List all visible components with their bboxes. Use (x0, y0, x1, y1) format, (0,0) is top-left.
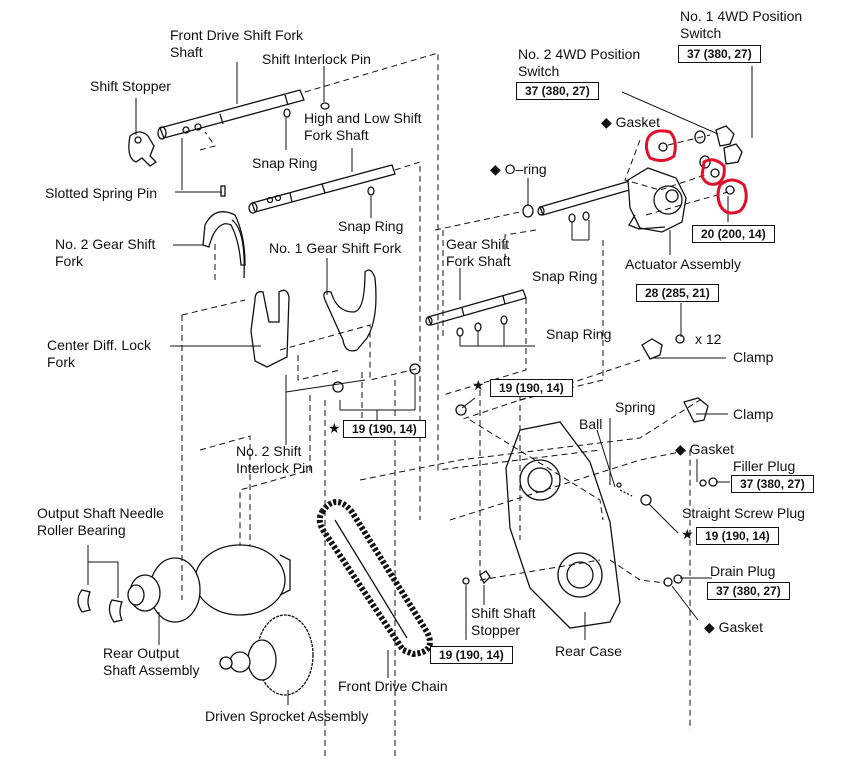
torque-drain-plug: 37 (380, 27) (707, 582, 790, 600)
high-low-shift-fork-shaft-drawing (248, 164, 396, 214)
label-line: Fork (55, 253, 83, 269)
label-drain-plug: Drain Plug (710, 563, 776, 579)
torque-straight-screw-plug: 19 (190, 14) (696, 527, 779, 545)
label-rear-output-shaft-assembly: Rear Output Shaft Assembly (103, 645, 200, 679)
label-front-drive-shift-fork-shaft: Front Drive Shift Fork Shaft (170, 27, 303, 61)
label-text: O–ring (504, 161, 547, 177)
non-reusable-diamond-icon: ◆ (490, 161, 501, 177)
torque-no1-4wd-switch: 37 (380, 27) (678, 45, 761, 63)
label-line: No. 1 4WD Position (680, 8, 803, 24)
label-no2-4wd-switch: No. 2 4WD Position Switch (518, 46, 640, 80)
label-line: No. 2 Gear Shift (55, 236, 156, 252)
rear-case-drawing (505, 421, 621, 629)
label-gasket-top: ◆ Gasket (601, 114, 660, 131)
label-line: No. 2 Shift (236, 443, 302, 459)
torque-detent-plug: 19 (190, 14) (490, 379, 573, 397)
label-high-low-shift-fork-shaft: High and Low Shift Fork Shaft (304, 110, 422, 144)
label-no1-gear-shift-fork: No. 1 Gear Shift Fork (269, 240, 402, 256)
label-line: Stopper (471, 622, 521, 638)
label-line: Shaft (170, 44, 203, 60)
no1-gear-shift-fork-drawing (323, 269, 377, 352)
highlight-marks (644, 129, 748, 215)
no2-gear-shift-fork-drawing (202, 211, 246, 279)
label-rear-case: Rear Case (555, 643, 622, 659)
label-line: Fork Shaft (446, 253, 511, 269)
label-center-diff-lock-fork: Center Diff. Lock Fork (47, 337, 151, 371)
label-output-shaft-needle-roller-bearing: Output Shaft Needle Roller Bearing (37, 505, 164, 539)
label-text: Gasket (615, 114, 661, 130)
torque-shift-shaft-stopper: 19 (190, 14) (430, 646, 513, 664)
driven-sprocket-drawing (219, 614, 314, 696)
label-line: Output Shaft Needle (37, 505, 164, 521)
label-driven-sprocket-assembly: Driven Sprocket Assembly (205, 708, 369, 724)
torque-no2-4wd-switch: 37 (380, 27) (516, 82, 599, 100)
label-text: Gasket (718, 619, 764, 635)
label-snap-ring-1: Snap Ring (252, 155, 318, 171)
label-clamp-2: Clamp (733, 406, 774, 422)
label-line: Shift Shaft (471, 605, 536, 621)
front-drive-chain-drawing (316, 499, 433, 658)
label-snap-ring-2: Snap Ring (338, 218, 404, 234)
label-line: Shaft Assembly (103, 662, 200, 678)
actuator-shaft-drawing (537, 177, 644, 216)
torque-case-bolts: 28 (285, 21) (636, 284, 719, 302)
label-spring: Spring (615, 399, 656, 415)
rear-output-shaft-drawing (127, 544, 291, 623)
label-line: Rear Output (103, 645, 180, 661)
label-line: Switch (680, 25, 722, 41)
torque-filler-plug: 37 (380, 27) (731, 475, 814, 493)
sealant-star-icon: ★ (328, 420, 341, 436)
label-no2-gear-shift-fork: No. 2 Gear Shift Fork (55, 236, 155, 270)
label-snap-ring-3: Snap Ring (532, 268, 598, 284)
front-drive-shift-fork-shaft-drawing (157, 89, 305, 140)
label-line: Switch (518, 63, 560, 79)
label-gasket-filler: ◆ Gasket (675, 441, 734, 458)
label-line: Center Diff. Lock (47, 337, 152, 353)
sealant-star-icon: ★ (681, 526, 694, 542)
label-actuator-assembly: Actuator Assembly (625, 256, 741, 272)
gear-shift-fork-shaft-drawing (425, 289, 527, 326)
label-shift-shaft-stopper: Shift Shaft Stopper (471, 605, 536, 639)
label-front-drive-chain: Front Drive Chain (338, 678, 448, 694)
label-bolt-count: x 12 (695, 331, 722, 347)
label-no1-4wd-switch: No. 1 4WD Position Switch (680, 8, 802, 42)
non-reusable-diamond-icon: ◆ (704, 619, 715, 635)
label-text: Gasket (689, 441, 735, 457)
label-slotted-spring-pin: Slotted Spring Pin (45, 185, 158, 201)
label-ball: Ball (579, 416, 603, 432)
label-gear-shift-fork-shaft: Gear Shift Fork Shaft (446, 236, 511, 270)
label-shift-interlock-pin: Shift Interlock Pin (262, 51, 371, 67)
non-reusable-diamond-icon: ◆ (675, 441, 686, 457)
label-line: Gear Shift (446, 236, 510, 252)
torque-actuator-bolt: 20 (200, 14) (692, 225, 775, 243)
label-line: High and Low Shift (304, 110, 422, 126)
label-no2-shift-interlock-pin: No. 2 Shift Interlock Pin (236, 443, 313, 477)
non-reusable-diamond-icon: ◆ (601, 114, 612, 130)
actuator-assembly-drawing (627, 167, 687, 233)
label-line: No. 2 4WD Position (518, 46, 641, 62)
label-filler-plug: Filler Plug (733, 458, 796, 474)
label-gasket-drain: ◆ Gasket (704, 619, 763, 636)
label-shift-stopper: Shift Stopper (90, 78, 171, 94)
center-diff-lock-fork-drawing (250, 289, 290, 368)
shift-stopper-drawing (128, 131, 158, 167)
torque-interlock-plugs: 19 (190, 14) (343, 420, 426, 438)
label-clamp-1: Clamp (733, 349, 774, 365)
label-o-ring: ◆ O–ring (490, 161, 547, 178)
sealant-star-icon: ★ (472, 377, 485, 393)
label-straight-screw-plug: Straight Screw Plug (682, 505, 805, 521)
label-line: Interlock Pin (236, 460, 314, 476)
label-line: Fork Shaft (304, 127, 369, 143)
label-line: Roller Bearing (37, 522, 126, 538)
label-snap-ring-4: Snap Ring (546, 326, 612, 342)
label-line: Fork (47, 354, 75, 370)
label-line: Front Drive Shift Fork (170, 27, 304, 43)
